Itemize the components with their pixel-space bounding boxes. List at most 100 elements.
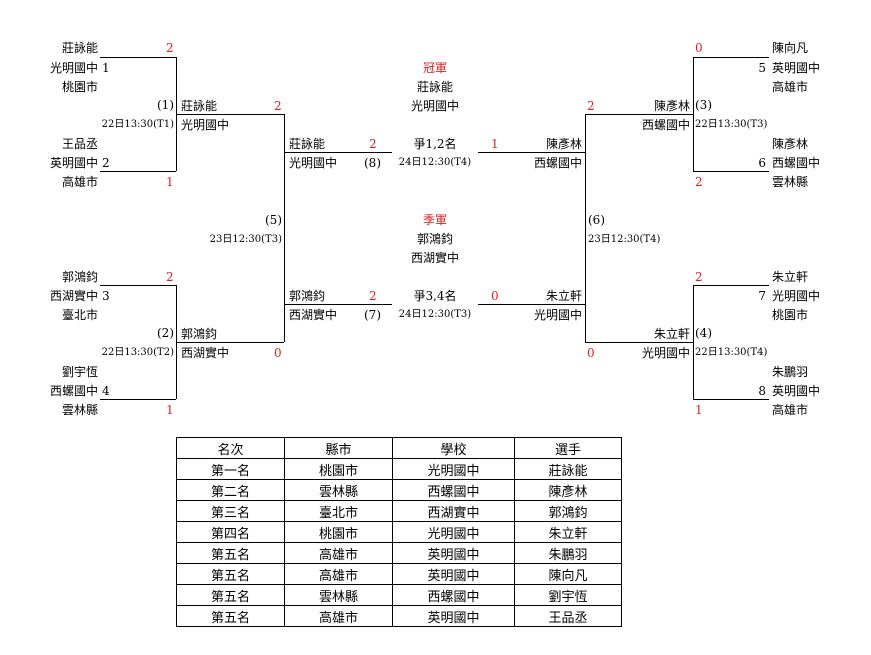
champion-title: 冠軍 — [422, 61, 447, 75]
city-cell: 桃園市 — [284, 458, 393, 480]
final-label: 爭1,2名 — [413, 137, 457, 151]
match-winner-school: 西螺國中 — [533, 156, 582, 170]
match-score: 1 — [491, 137, 499, 151]
player-seed: 4 — [102, 384, 110, 398]
bracket-line — [693, 171, 769, 172]
city-cell: 高雄市 — [284, 563, 393, 585]
match-number: (3) — [695, 98, 712, 112]
player-city: 雲林縣 — [61, 403, 98, 417]
player-cell: 陳向凡 — [514, 563, 622, 585]
table-row: 第二名 雲林縣 西螺國中 陳彥林 — [176, 479, 622, 501]
player-name: 郭鴻鈞 — [61, 270, 98, 284]
match-winner-school: 光明國中 — [533, 308, 582, 322]
match-number: (4) — [695, 326, 712, 340]
city-cell: 高雄市 — [284, 605, 393, 627]
player-city: 高雄市 — [772, 403, 809, 417]
city-cell: 高雄市 — [284, 542, 393, 564]
city-cell: 桃園市 — [284, 521, 393, 543]
table-header-row: 名次 縣市 學校 選手 — [176, 437, 622, 459]
player-city: 桃園市 — [61, 80, 98, 94]
rank-cell: 第一名 — [176, 458, 285, 480]
match-score: 2 — [369, 137, 377, 151]
match-score: 2 — [587, 99, 595, 113]
player-score: 1 — [695, 403, 703, 417]
player-seed: 1 — [102, 61, 110, 75]
match-score: 0 — [491, 289, 499, 303]
bracket-line — [284, 152, 392, 153]
match-number: (2) — [157, 326, 174, 340]
match-time: 22日13:30(T1) — [101, 119, 174, 130]
player-city: 臺北市 — [61, 308, 98, 322]
school-cell: 西湖實中 — [392, 500, 515, 522]
table-row: 第五名 高雄市 英明國中 陳向凡 — [176, 563, 622, 585]
player-score: 1 — [166, 403, 174, 417]
match-time: 22日13:30(T3) — [695, 119, 768, 130]
table-row: 第一名 桃園市 光明國中 莊詠能 — [176, 458, 622, 480]
player-seed: 8 — [758, 384, 766, 398]
rank-cell: 第五名 — [176, 584, 285, 606]
player-name: 朱鵬羽 — [772, 365, 809, 379]
player-name: 劉宇恆 — [61, 365, 98, 379]
champion-name: 莊詠能 — [416, 80, 453, 94]
match-winner: 朱立軒 — [653, 327, 690, 341]
school-cell: 英明國中 — [392, 563, 515, 585]
match-time: 23日12:30(T4) — [588, 234, 661, 245]
table-row: 第四名 桃園市 光明國中 朱立軒 — [176, 521, 622, 543]
city-cell: 雲林縣 — [284, 584, 393, 606]
table-row: 第五名 雲林縣 西螺國中 劉宇恆 — [176, 584, 622, 606]
match-time: 23日12:30(T3) — [209, 234, 282, 245]
match-time: 24日12:30(T4) — [398, 157, 472, 168]
match-winner: 郭鴻鈞 — [181, 327, 218, 341]
bracket-line — [693, 57, 694, 171]
match-winner-school: 光明國中 — [289, 156, 338, 170]
bracket-line — [100, 57, 176, 58]
column-header: 名次 — [176, 437, 285, 459]
match-winner: 陳彥林 — [653, 99, 690, 113]
column-header: 縣市 — [284, 437, 393, 459]
city-cell: 臺北市 — [284, 500, 393, 522]
school-cell: 光明國中 — [392, 458, 515, 480]
match-number: (1) — [157, 98, 174, 112]
match-number: (6) — [588, 213, 605, 227]
match-winner: 朱立軒 — [545, 289, 582, 303]
table-row: 第五名 高雄市 英明國中 王品丞 — [176, 605, 622, 627]
player-cell: 郭鴻鈞 — [514, 500, 622, 522]
bracket-line — [585, 114, 693, 115]
player-name: 陳向凡 — [772, 41, 809, 55]
player-seed: 7 — [758, 289, 766, 303]
rank-cell: 第四名 — [176, 521, 285, 543]
player-school: 英明國中 — [49, 156, 98, 170]
school-cell: 西螺國中 — [392, 479, 515, 501]
match-time: 24日12:30(T3) — [398, 309, 472, 320]
player-school: 英明國中 — [772, 384, 821, 398]
player-city: 雲林縣 — [772, 175, 809, 189]
match-score: 0 — [587, 346, 595, 360]
player-cell: 劉宇恆 — [514, 584, 622, 606]
player-name: 莊詠能 — [61, 41, 98, 55]
bracket-line — [585, 342, 693, 343]
player-name: 朱立軒 — [772, 270, 809, 284]
player-name: 陳彥林 — [772, 137, 809, 151]
third-name: 郭鴻鈞 — [416, 232, 453, 246]
player-score: 2 — [695, 270, 703, 284]
match-score: 2 — [369, 289, 377, 303]
match-winner-school: 西湖實中 — [289, 308, 338, 322]
player-score: 1 — [166, 175, 174, 189]
player-city: 高雄市 — [61, 175, 98, 189]
player-seed: 5 — [758, 61, 766, 75]
third-title: 季軍 — [422, 213, 447, 227]
table-row: 第五名 高雄市 英明國中 朱鵬羽 — [176, 542, 622, 564]
column-header: 學校 — [392, 437, 515, 459]
player-school: 西湖實中 — [49, 289, 98, 303]
bracket-line — [478, 152, 585, 153]
school-cell: 西螺國中 — [392, 584, 515, 606]
player-school: 光明國中 — [49, 61, 98, 75]
player-school: 西螺國中 — [772, 156, 821, 170]
match-winner-school: 光明國中 — [641, 346, 690, 360]
bracket-line — [693, 285, 694, 399]
player-cell: 莊詠能 — [514, 458, 622, 480]
bracket-line — [100, 171, 176, 172]
player-school: 西螺國中 — [49, 384, 98, 398]
player-cell: 朱鵬羽 — [514, 542, 622, 564]
player-seed: 6 — [758, 156, 766, 170]
